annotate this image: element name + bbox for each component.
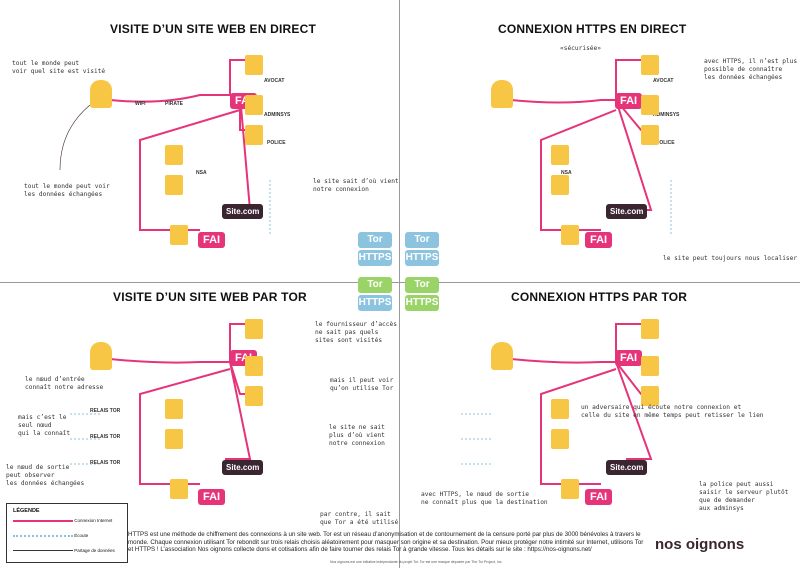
nos-oignons-logo: nos oignons — [655, 536, 745, 553]
data-card — [561, 479, 579, 499]
quadrant-direct-https: CONNEXION HTTPS EN DIRECT FAI FAI Site.c… — [401, 0, 799, 282]
data-card — [551, 429, 569, 449]
police-label: POLICE — [267, 140, 286, 146]
quadrant-tor-web: VISITE D’UN SITE WEB PAR TOR FAI FAI Sit… — [0, 284, 398, 566]
tor-badge: Tor — [358, 277, 392, 293]
quadrant-direct-web: VISITE D’UN SITE WEB EN DIRECT FAI FAI S… — [0, 0, 398, 282]
nsa-label: NSA — [561, 170, 572, 176]
fai-node: FAI — [615, 350, 643, 366]
data-card — [551, 175, 569, 195]
data-card — [170, 225, 188, 245]
note: un adversaire qui écoute notre connexion… — [581, 404, 764, 419]
legend-title: LÉGENDE — [13, 508, 40, 514]
q4-title: CONNEXION HTTPS PAR TOR — [511, 290, 688, 304]
data-card — [245, 95, 263, 115]
data-card — [165, 429, 183, 449]
pirate-label: PIRATE — [165, 101, 183, 107]
user-figure — [491, 342, 513, 370]
quadrant-tor-https: CONNEXION HTTPS PAR TOR FAI FAI Site.com… — [401, 284, 799, 566]
note: le site peut toujours nous localiser — [663, 255, 798, 262]
note: «sécurisée» — [560, 45, 601, 52]
tor-badge: Tor — [358, 232, 392, 248]
user-figure — [491, 80, 513, 108]
data-card — [551, 399, 569, 419]
vertical-divider — [399, 0, 400, 568]
fai-node-2: FAI — [198, 232, 226, 248]
data-card — [245, 386, 263, 406]
relais-label: RELAIS TOR — [90, 434, 121, 440]
data-card — [641, 386, 659, 406]
legend-row-ecoute: Écoute — [13, 533, 123, 541]
tor-badge: Tor — [405, 232, 439, 248]
admin-label: ADMINSYS — [653, 112, 680, 118]
data-card — [245, 356, 263, 376]
q2-title: CONNEXION HTTPS EN DIRECT — [498, 22, 687, 36]
fai-node-2: FAI — [198, 489, 226, 505]
https-badge: HTTPS — [358, 250, 392, 266]
fai-node-2: FAI — [585, 232, 613, 248]
data-card — [641, 95, 659, 115]
data-card — [641, 125, 659, 145]
fai-node-2: FAI — [585, 489, 613, 505]
https-badge: HTTPS — [405, 250, 439, 266]
relais-label: RELAIS TOR — [90, 460, 121, 466]
footer-small-text: Nos oignons est une initiative indépenda… — [330, 560, 503, 564]
data-card — [641, 356, 659, 376]
data-card — [551, 145, 569, 165]
nsa-label: NSA — [196, 170, 207, 176]
q4-network — [461, 323, 656, 485]
data-card — [165, 145, 183, 165]
data-card — [170, 479, 188, 499]
q3-title: VISITE D’UN SITE WEB PAR TOR — [113, 290, 307, 304]
relais-label: RELAIS TOR — [90, 408, 121, 414]
avocat-label: AVOCAT — [653, 78, 674, 84]
legend-row-internet: Connexion Internet — [13, 518, 123, 526]
data-card — [165, 175, 183, 195]
data-card — [641, 319, 659, 339]
site-node: Site.com — [222, 204, 264, 219]
q1-title: VISITE D’UN SITE WEB EN DIRECT — [110, 22, 317, 36]
data-card — [165, 399, 183, 419]
footer-text: HTTPS est une méthode de chiffrement des… — [128, 531, 644, 554]
site-node: Site.com — [606, 204, 648, 219]
police-label: POLICE — [656, 140, 675, 146]
user-figure — [90, 80, 112, 108]
site-node: Site.com — [222, 460, 264, 475]
user-figure — [90, 342, 112, 370]
https-badge: HTTPS — [358, 295, 392, 311]
data-card — [245, 125, 263, 145]
avocat-label: AVOCAT — [264, 78, 285, 84]
wifi-label: WIFI — [135, 101, 146, 107]
legend: LÉGENDE Connexion Internet Écoute Partag… — [6, 503, 128, 563]
fai-node: FAI — [615, 93, 643, 109]
admin-label: ADMINSYS — [264, 112, 291, 118]
legend-row-partage: Partage de données — [13, 548, 123, 556]
https-badge: HTTPS — [405, 295, 439, 311]
data-card — [245, 55, 263, 75]
site-node: Site.com — [606, 460, 648, 475]
data-card — [245, 319, 263, 339]
tor-badge: Tor — [405, 277, 439, 293]
data-card — [641, 55, 659, 75]
data-card — [561, 225, 579, 245]
horizontal-divider — [0, 282, 800, 283]
